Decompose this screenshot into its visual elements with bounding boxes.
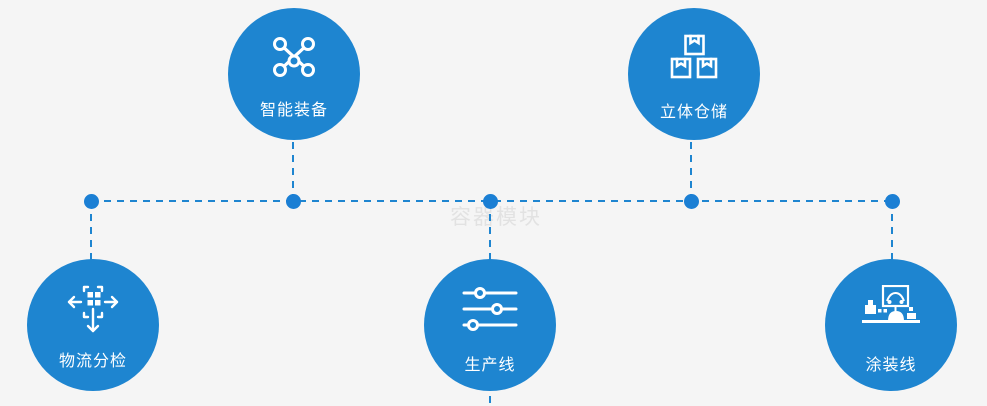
node-label-liti-cangchu: 立体仓储 <box>659 104 728 121</box>
node-tuzhuang-xian[interactable]: 涂装线 <box>825 259 957 391</box>
spine-dot-wuliu[interactable] <box>83 193 99 209</box>
node-label-shengchan-xian: 生产线 <box>464 357 516 374</box>
node-liti-cangchu[interactable]: 立体仓储 <box>628 8 760 140</box>
node-label-zhineng-zhuangbei: 智能装备 <box>259 102 328 119</box>
spine-dot-shengchan[interactable] <box>482 193 498 209</box>
stacked-boxes-icon <box>669 34 719 87</box>
spine-dot-liticang[interactable] <box>683 193 699 209</box>
node-zhineng-zhuangbei[interactable]: 智能装备 <box>228 8 360 140</box>
node-label-wuliu-fenjian: 物流分检 <box>58 353 127 370</box>
sliders-icon <box>462 287 518 336</box>
sorting-arrows-icon <box>65 281 121 340</box>
spine-dot-zhineng[interactable] <box>285 193 301 209</box>
network-nodes-icon <box>268 32 320 87</box>
node-wuliu-fenjian[interactable]: 物流分检 <box>27 259 159 391</box>
node-label-tuzhuang-xian: 涂装线 <box>865 357 917 374</box>
paint-booth-icon <box>862 284 920 336</box>
spine-dot-tuzhuang[interactable] <box>884 193 900 209</box>
node-shengchan-xian[interactable]: 生产线 <box>424 259 556 391</box>
watermark-text: 容器模块 <box>450 206 542 229</box>
